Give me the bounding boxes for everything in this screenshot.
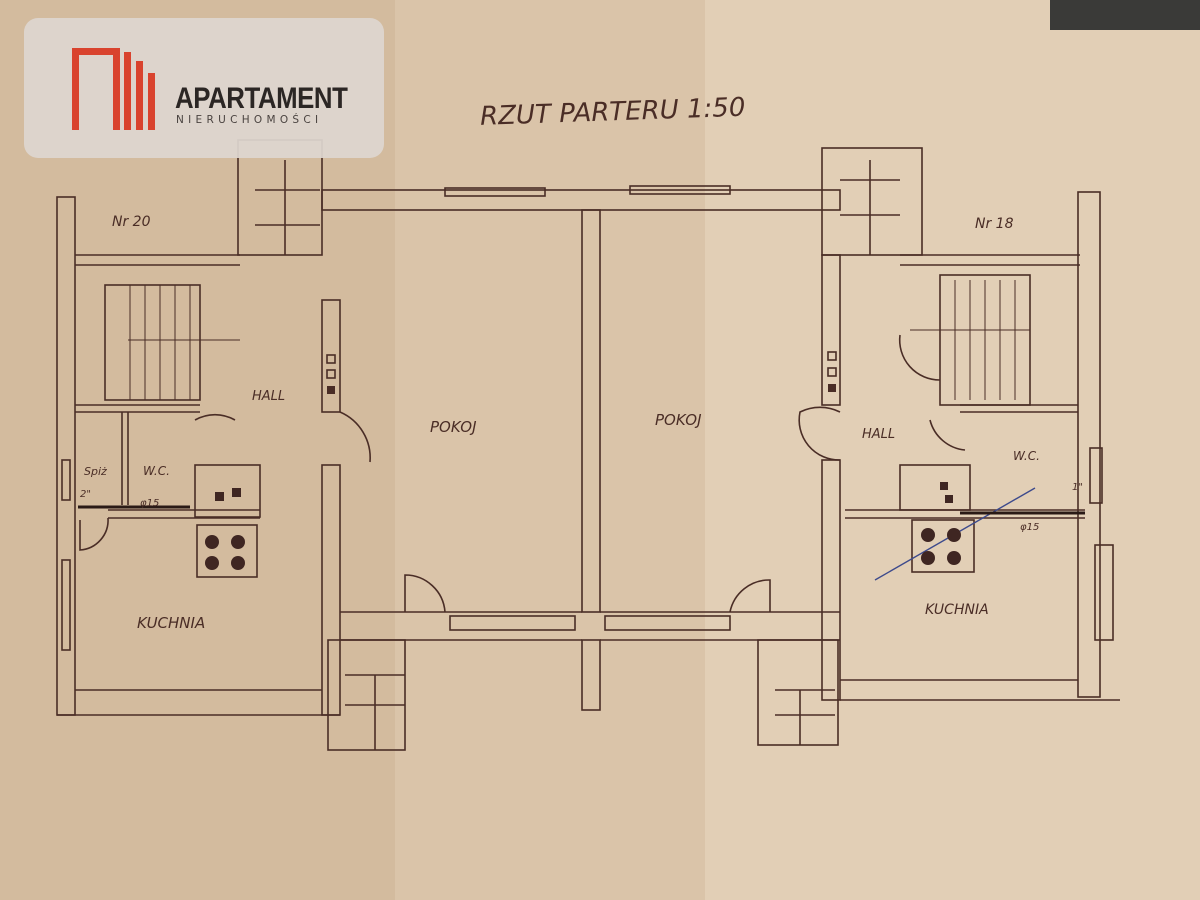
left-kitchen-label: KUCHNIA — [137, 614, 205, 632]
paper-right-sheet — [705, 0, 1200, 900]
right-unit-number: Nr 18 — [975, 216, 1014, 232]
left-unit-number: Nr 20 — [112, 214, 151, 230]
left-unit-walls — [56, 139, 371, 716]
right-pipe-diameter: φ15 — [1020, 522, 1039, 533]
left-pipe-size: 2" — [80, 489, 91, 500]
center-rooms-walls — [321, 185, 841, 751]
left-pantry-label: Spiż — [84, 465, 107, 478]
stove-burners — [205, 482, 961, 570]
building-logo-icon — [72, 48, 155, 130]
left-hall-label: HALL — [252, 389, 285, 404]
right-pipe-size: 1" — [1072, 482, 1083, 493]
paper-fold — [395, 0, 705, 900]
logo-title: APARTAMENT — [175, 82, 348, 115]
right-hall-label: HALL — [862, 427, 895, 442]
logo-subtitle: NIERUCHOMOŚCI — [176, 114, 323, 126]
right-wc-label: W.C. — [1013, 449, 1040, 463]
right-kitchen-label: KUCHNIA — [925, 602, 989, 618]
left-pipe-diameter: φ15 — [140, 498, 159, 509]
agency-logo: APARTAMENT NIERUCHOMOŚCI — [24, 18, 384, 158]
left-wc-label: W.C. — [143, 464, 170, 478]
center-right-room-label: POKOJ — [655, 411, 702, 429]
center-left-room-label: POKOJ — [430, 418, 477, 436]
